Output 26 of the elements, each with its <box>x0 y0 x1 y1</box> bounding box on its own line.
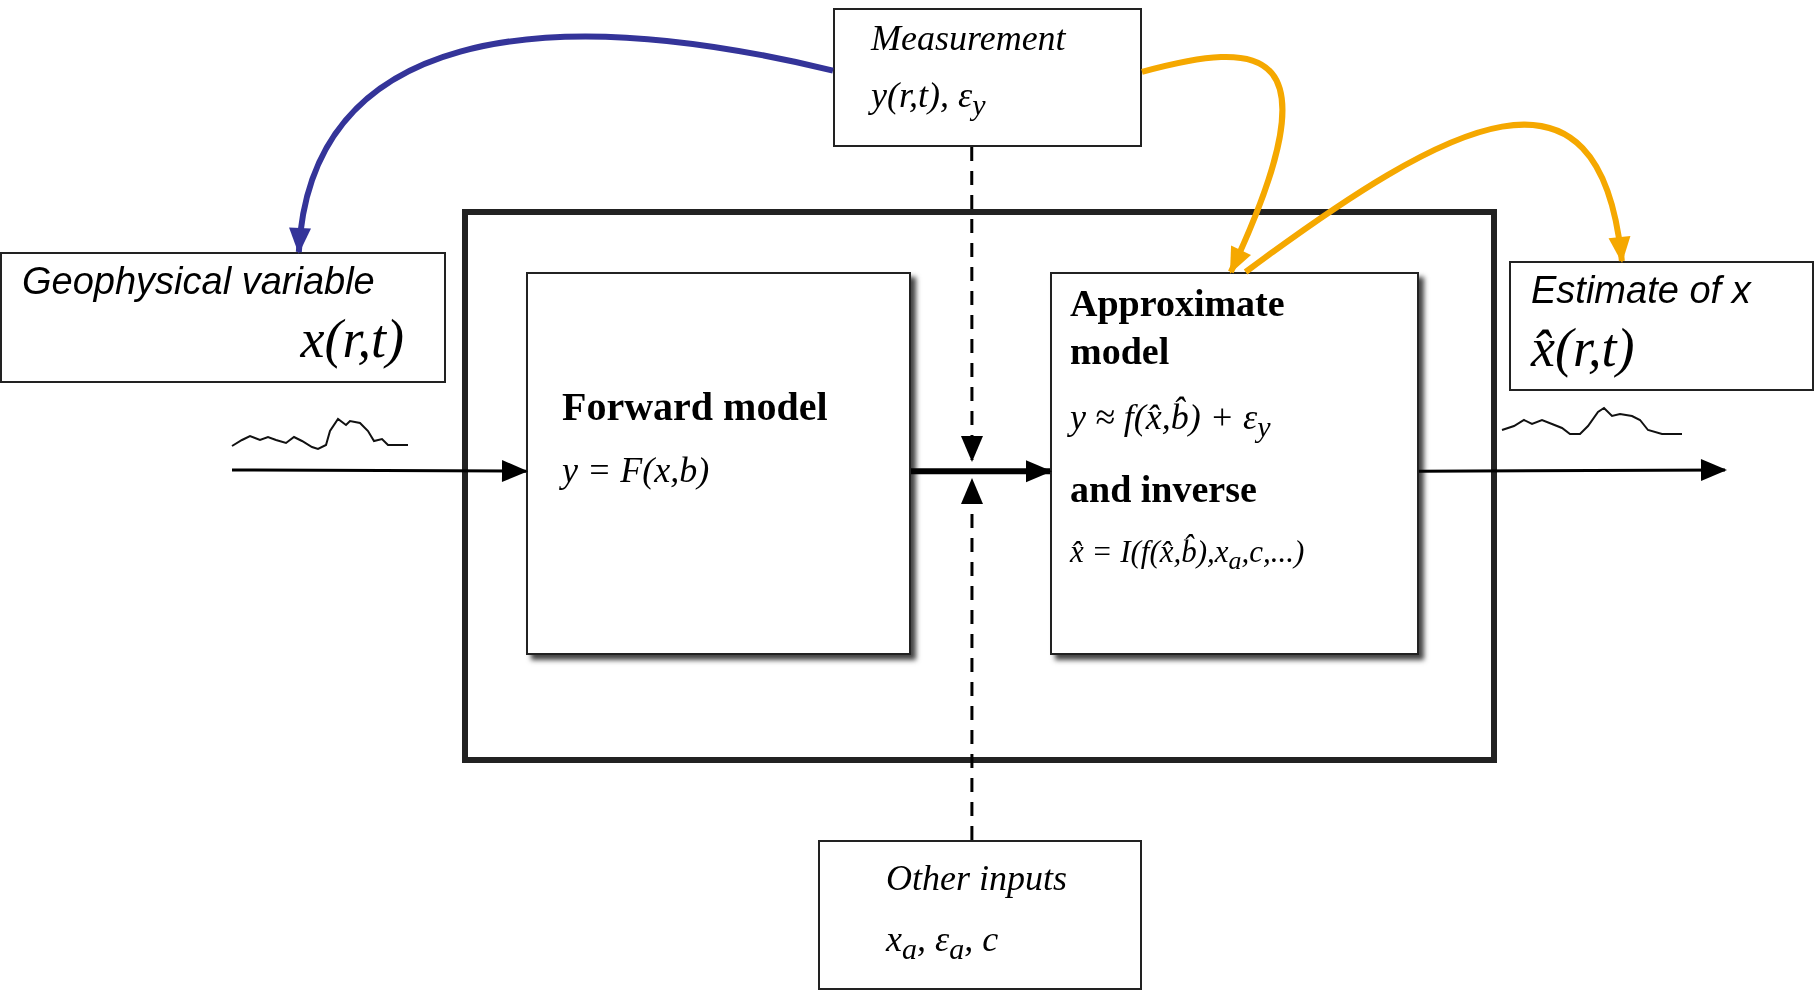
curved-arrow <box>291 33 834 254</box>
dashed-arrow <box>961 478 983 840</box>
math-formula: x̂ = I(f(x̂,b̂),x$_{a}$,c,...) <box>1070 533 1306 578</box>
system-frame <box>462 209 1497 763</box>
box-heading: Other inputs <box>886 857 1068 900</box>
text-box <box>0 252 446 383</box>
arrow <box>232 460 528 483</box>
text-box <box>833 8 1142 147</box>
curved-arrow <box>1141 54 1286 274</box>
model-box <box>526 272 911 655</box>
box-heading: Approximate model <box>1070 281 1286 374</box>
curved-arrow <box>1243 122 1629 275</box>
arrow <box>1419 459 1727 482</box>
text-box <box>818 840 1142 990</box>
arrow <box>911 460 1052 483</box>
box-heading: Measurement <box>871 17 1067 60</box>
box-heading: Geophysical variable <box>22 259 376 304</box>
text-box <box>1509 261 1814 391</box>
model-box <box>1050 272 1419 655</box>
math-formula: x̂(r,t) <box>1531 316 1636 380</box>
math-formula: x(r,t) <box>299 307 404 371</box>
dashed-arrow <box>961 147 983 462</box>
box-text: and inverse <box>1070 466 1258 512</box>
box-heading: Forward model <box>562 383 829 431</box>
box-heading: Estimate of x <box>1531 268 1753 313</box>
math-formula: x$_{a}$, ε$_{a}$, c <box>886 918 1000 968</box>
